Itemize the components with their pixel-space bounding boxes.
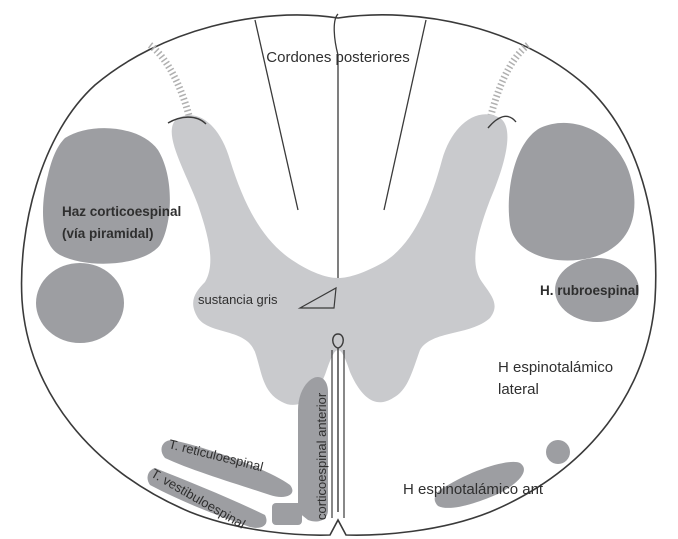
label-spinothalamic-lateral-line2: lateral: [498, 381, 539, 398]
label-rubrospinal: H. rubroespinal: [540, 283, 639, 298]
small-tract-circle: [546, 440, 570, 464]
label-gray-matter: sustancia gris: [198, 292, 278, 307]
label-spinothalamic-anterior: H espinotalámico ant: [403, 481, 544, 498]
corticospinal-tract-left: [43, 128, 170, 264]
label-spinothalamic-lateral-line1: H espinotalámico: [498, 359, 613, 376]
small-tract-square: [272, 503, 302, 525]
tract-left-small: [36, 263, 124, 343]
label-anterior-corticospinal: corticoespinal anterior: [314, 392, 329, 520]
label-corticospinal-line2: (vía piramidal): [62, 226, 154, 241]
label-corticospinal-line1: Haz corticoespinal: [62, 204, 181, 219]
label-dorsal-columns: Cordones posteriores: [266, 49, 409, 66]
